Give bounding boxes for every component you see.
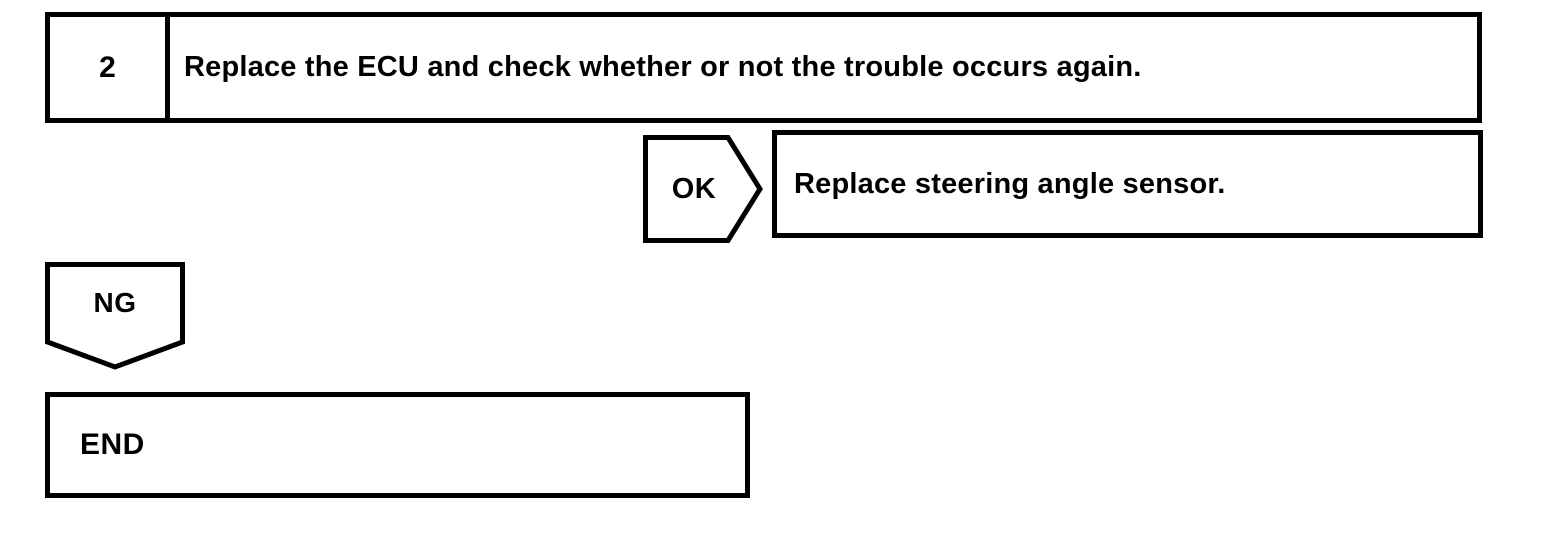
ng-connector: NG <box>45 262 185 370</box>
ng-pentagon-icon <box>45 262 185 370</box>
ok-action-text: Replace steering angle sensor. <box>794 167 1226 200</box>
step-box: 2 Replace the ECU and check whether or n… <box>45 12 1482 123</box>
end-label: END <box>80 428 145 461</box>
ng-label: NG <box>93 287 137 318</box>
ok-label: OK <box>671 172 717 205</box>
ok-connector: OK <box>643 135 763 243</box>
end-box: END <box>45 392 750 498</box>
step-number: 2 <box>50 17 170 118</box>
step-instruction: Replace the ECU and check whether or not… <box>184 51 1142 83</box>
ok-action-box: Replace steering angle sensor. <box>772 130 1483 238</box>
ok-pentagon-icon <box>643 135 763 243</box>
